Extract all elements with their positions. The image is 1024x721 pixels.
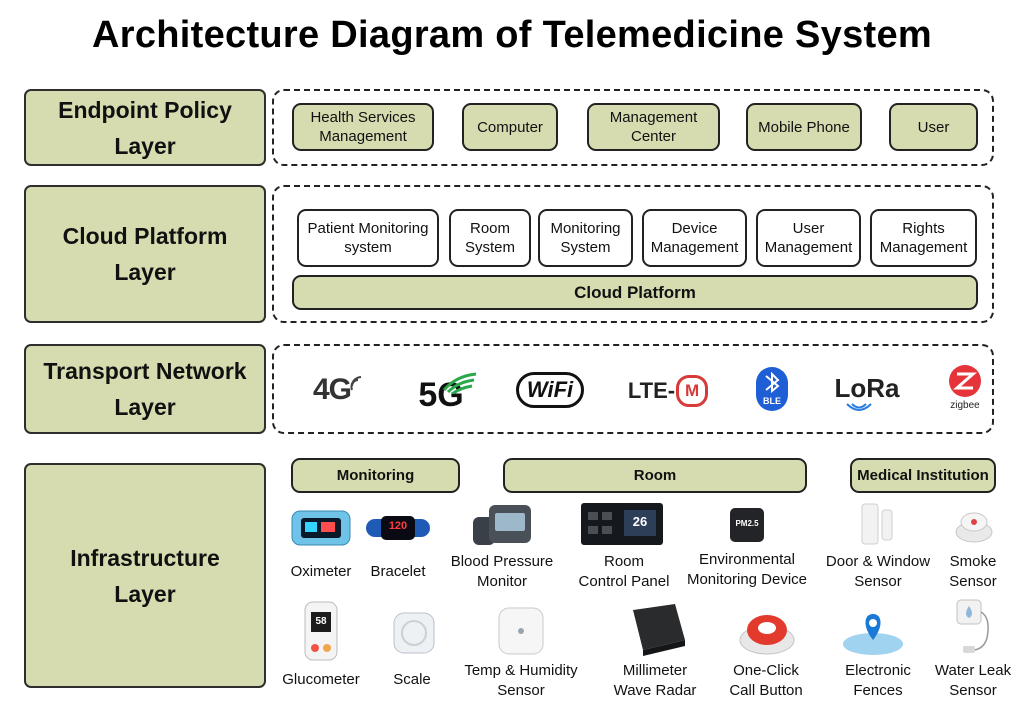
rights-management-box: Rights Management	[870, 209, 977, 267]
device-management-box: Device Management	[642, 209, 747, 267]
cloud-platform-bar: Cloud Platform	[292, 275, 978, 310]
monitoring-system-box: Monitoring System	[538, 209, 633, 267]
user-management-box: User Management	[756, 209, 861, 267]
smoke-sensor-icon	[954, 508, 994, 549]
4g-logo: 4G	[300, 368, 364, 412]
room-control-panel-icon: 26	[580, 502, 664, 551]
oximeter-icon	[291, 510, 351, 551]
mobile-phone-box: Mobile Phone	[746, 103, 862, 151]
computer-box: Computer	[462, 103, 558, 151]
room-system-box: Room System	[449, 209, 531, 267]
electronic-fences-icon	[842, 612, 904, 661]
bracelet-icon: 120	[365, 514, 431, 547]
page-title: Architecture Diagram of Telemedicine Sys…	[91, 14, 933, 56]
wifi-logo: WiFi	[515, 372, 585, 408]
room-category: Room	[503, 458, 807, 493]
monitoring-category: Monitoring	[291, 458, 460, 493]
one-click-call-button-icon	[738, 608, 796, 661]
glucometer-label: Glucometer	[282, 671, 360, 688]
bluetooth-ble-logo: BLE	[752, 366, 792, 412]
millimeter-wave-radar-icon	[625, 600, 687, 661]
blood-pressure-monitor-icon	[471, 503, 533, 552]
zigbee-logo: zigbee	[942, 364, 988, 416]
transport-layer-container	[272, 344, 994, 434]
patient-monitoring-system-box: Patient Monitoring system	[297, 209, 439, 267]
cloud-layer-container	[272, 185, 994, 323]
health-services-management-box: Health Services Management	[292, 103, 434, 151]
management-center-box: Management Center	[587, 103, 720, 151]
glucometer-icon: 58	[303, 600, 339, 667]
medical-institution-category: Medical Institution	[850, 458, 996, 493]
water-leak-sensor-icon	[953, 598, 993, 661]
lora-logo: LoRa	[828, 366, 906, 416]
door-window-sensor-icon	[860, 502, 894, 551]
environmental-monitoring-device-icon: PM2.5	[729, 507, 765, 548]
scale-icon	[392, 611, 436, 660]
user-box: User	[889, 103, 978, 151]
temp-humidity-sensor-icon	[497, 606, 545, 661]
5g-logo: 5G	[404, 366, 478, 414]
lte-m-logo: LTE- M	[624, 374, 712, 408]
endpoint-layer-container	[272, 89, 994, 166]
scale-label: Scale	[393, 671, 431, 688]
bracelet-label: Bracelet	[370, 563, 426, 580]
oximeter-label: Oximeter	[290, 563, 352, 580]
